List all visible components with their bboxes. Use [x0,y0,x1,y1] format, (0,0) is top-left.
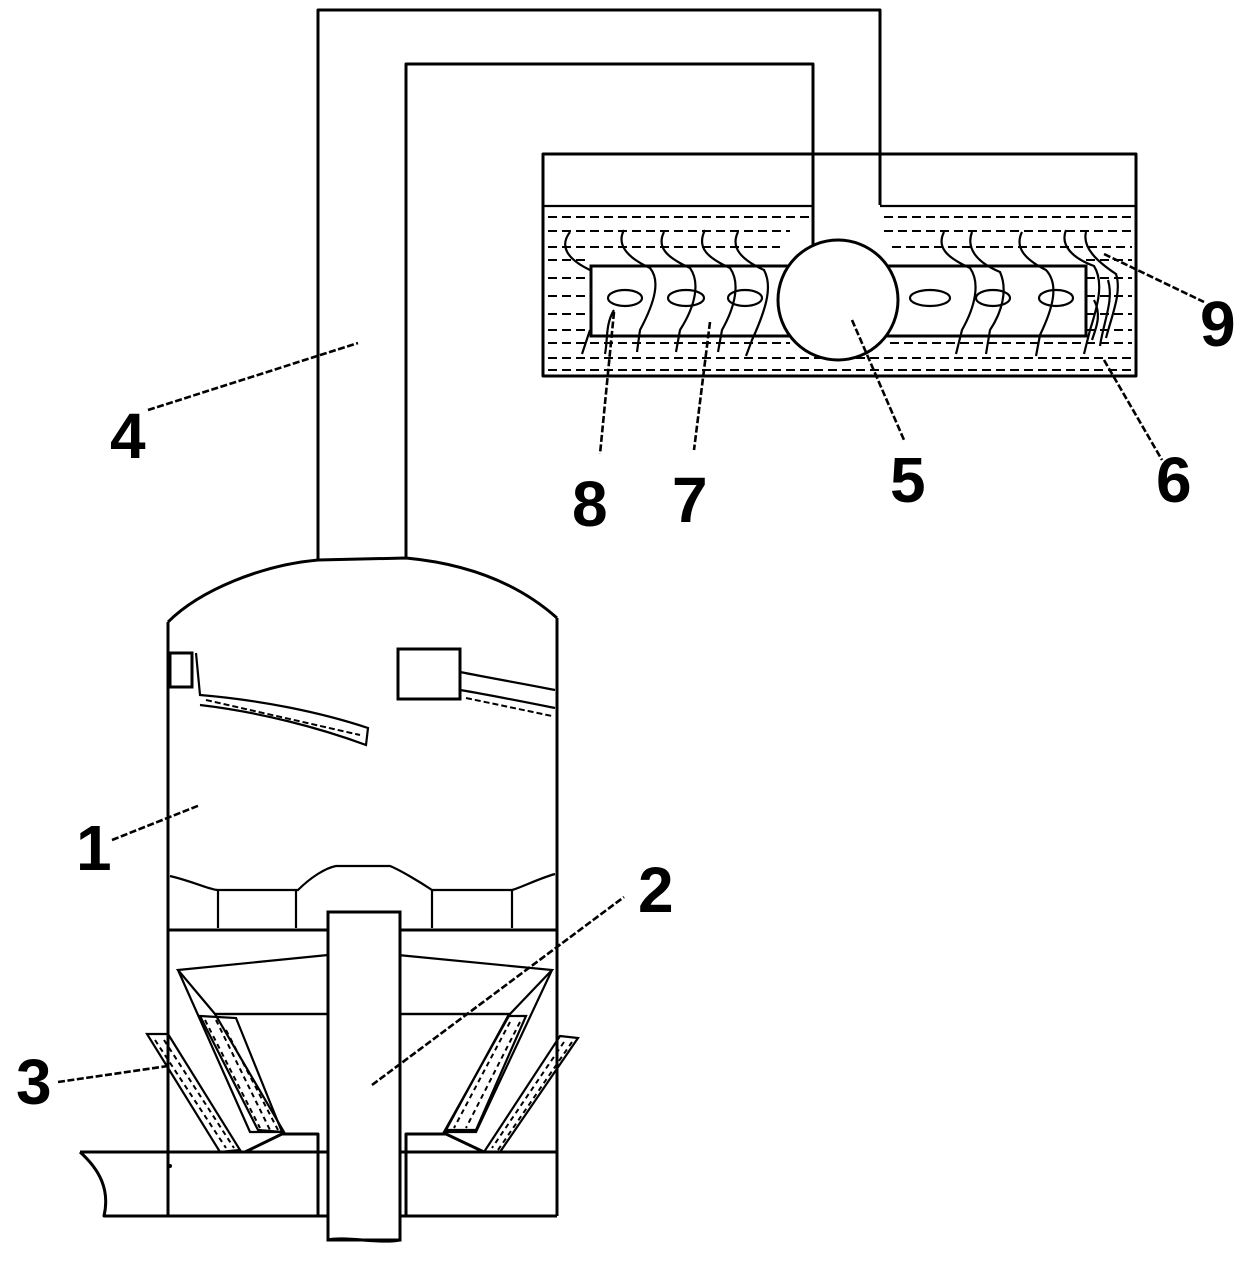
pump-5 [776,238,900,362]
shaft-2 [326,910,402,1242]
blade-3 [145,1032,242,1154]
label-1: 1 [76,812,112,884]
label-6: 6 [1156,444,1192,516]
leader-lines [57,252,1205,1087]
number-labels: 1 2 3 4 5 6 7 8 9 [16,288,1236,1118]
heat-fins-9 [564,229,1119,357]
vessel-1 [78,556,580,1243]
label-9: 9 [1200,288,1236,360]
oval-holes-8 [606,288,1075,308]
label-4: 4 [110,400,146,472]
liquid-fill [548,216,1132,371]
label-3: 3 [16,1046,52,1118]
water-tank [541,152,1138,378]
label-8: 8 [572,468,608,540]
label-2: 2 [638,854,674,926]
label-7: 7 [672,464,708,536]
label-5: 5 [890,444,926,516]
